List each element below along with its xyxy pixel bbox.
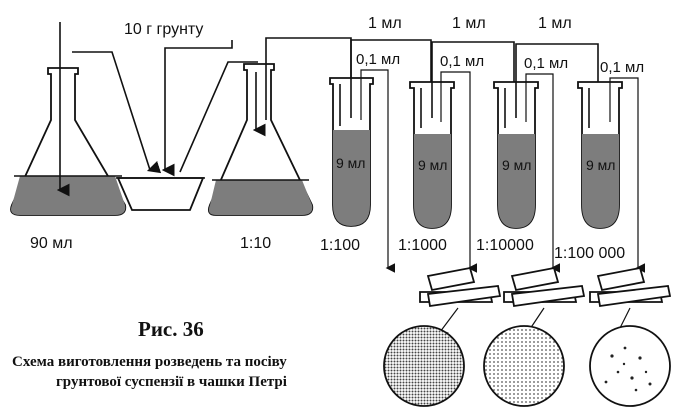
tube4-to-plate-arrow — [609, 77, 646, 273]
tube-2-transfer-label: 0,1 мл — [440, 53, 484, 70]
figure-caption-line-1: Схема виготовлення розведень та посіву — [12, 354, 287, 370]
petri-dish-1 — [419, 266, 502, 308]
dish-to-flask2-line — [179, 61, 258, 173]
figure-title: Рис. 36 — [138, 317, 204, 341]
transfer-1-label: 1 мл — [368, 15, 402, 32]
tube2-to-plate-arrow — [440, 71, 478, 273]
tube-3-volume-label: 9 мл — [502, 157, 531, 173]
flask-2-dilution-label: 1:10 — [240, 235, 271, 252]
tube-4 — [577, 81, 623, 229]
petri-dish-2 — [503, 266, 586, 308]
tube-1-dilution-label: 1:100 — [320, 237, 360, 254]
tube1-to-plate-arrow — [360, 69, 396, 273]
tube-2-volume-label: 9 мл — [418, 157, 447, 173]
flask1-to-dish-arrow — [72, 51, 162, 174]
petri-plate-dense — [383, 325, 465, 407]
petri-dish-3 — [589, 266, 672, 308]
figure-caption-line-2: грунтової суспензії в чашки Петрі — [56, 374, 287, 390]
tube-1 — [329, 77, 374, 227]
tube-2-dilution-label: 1:1000 — [398, 237, 447, 254]
transfer-tube1-tube2 — [350, 39, 441, 127]
petri-plate-medium — [483, 325, 565, 407]
soil-label: 10 г грунту — [124, 21, 203, 38]
tube-4-volume-label: 9 мл — [586, 157, 615, 173]
transfer-2-label: 1 мл — [452, 15, 486, 32]
petri-plate-sparse — [589, 325, 671, 407]
tube-4-dilution-label: 1:100 000 — [554, 245, 625, 262]
flask-1 — [10, 22, 127, 216]
tube-3-transfer-label: 0,1 мл — [524, 55, 568, 72]
tube-3 — [493, 81, 539, 229]
soil-to-dish-arrow — [161, 40, 233, 177]
tube-1-transfer-label: 0,1 мл — [356, 51, 400, 68]
flask-2 — [207, 63, 314, 216]
flask-1-volume-label: 90 мл — [30, 235, 73, 252]
tube-1-volume-label: 9 мл — [336, 155, 365, 171]
petri-dish-lids — [419, 266, 672, 308]
transfer-3-label: 1 мл — [538, 15, 572, 32]
tube3-to-plate-arrow — [525, 73, 561, 273]
tube-4-transfer-label: 0,1 мл — [600, 59, 644, 76]
soil-dish — [116, 177, 205, 211]
tube-2 — [409, 81, 455, 229]
tube-3-dilution-label: 1:10000 — [476, 237, 534, 254]
